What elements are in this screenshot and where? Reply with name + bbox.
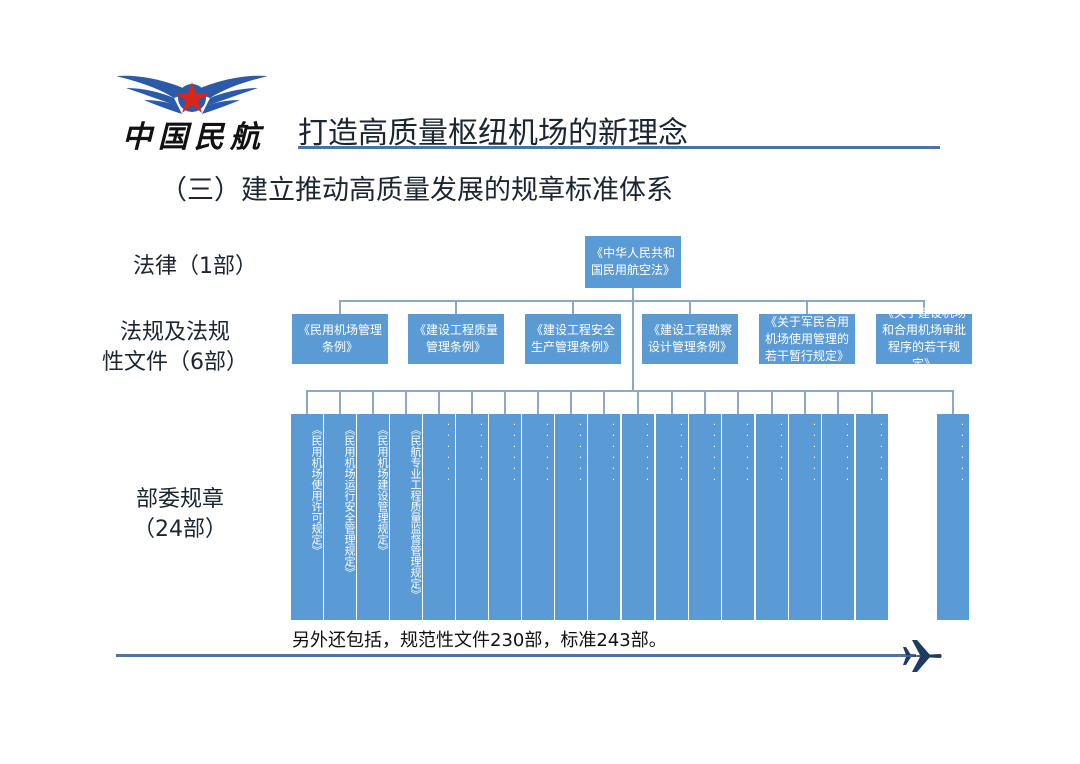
rule-title: 《民航专业工程质量监督管理规定》 <box>409 424 422 600</box>
rule-drop-line <box>737 390 739 414</box>
rule-drop-line <box>339 390 341 414</box>
rule-box: ······ <box>789 414 821 620</box>
rule-drop-line <box>603 390 605 414</box>
rule-box: 《民用机场建设管理规定》 <box>357 414 389 620</box>
rules-row-label-line1: 部委规章 <box>135 487 224 512</box>
law-connector <box>632 288 634 390</box>
rule-placeholder-dots: ······ <box>509 420 520 486</box>
rule-box: ······ <box>456 414 488 620</box>
rule-drop-line <box>306 390 308 414</box>
rule-box: ······ <box>822 414 854 620</box>
rules-bus-line <box>306 390 954 392</box>
caac-logo-text: 中国民航 <box>122 120 266 155</box>
rules-row-label-line2: （24部） <box>133 517 227 542</box>
rule-placeholder-dots: ······ <box>842 420 853 486</box>
rule-box: 《民用机场使用许可规定》 <box>291 414 323 620</box>
regulation-drop-line <box>923 300 925 314</box>
rule-box: ······ <box>489 414 521 620</box>
regulation-drop-line <box>689 300 691 314</box>
rule-drop-line <box>952 390 954 414</box>
rule-placeholder-dots: ······ <box>709 420 720 486</box>
rule-drop-line <box>471 390 473 414</box>
regulation-box: 《关于军民合用机场使用管理的若干暂行规定》 <box>759 314 855 364</box>
rule-drop-line <box>570 390 572 414</box>
rule-placeholder-dots: ······ <box>776 420 787 486</box>
regulation-drop-line <box>455 300 457 314</box>
rule-box: ······ <box>622 414 654 620</box>
law-row-label: 法律（1部） <box>133 254 257 279</box>
rule-title: 《民用机场使用许可规定》 <box>310 424 323 556</box>
rules-row-label: 部委规章 （24部） <box>95 485 265 545</box>
caac-wings-logo-icon <box>116 75 268 114</box>
rule-drop-line <box>438 390 440 414</box>
rule-drop-line <box>504 390 506 414</box>
regulation-box: 《民用机场管理条例》 <box>292 314 388 364</box>
footnote: 另外还包括，规范性文件230部，标准243部。 <box>292 630 667 651</box>
regulation-box: 《建设工程勘察设计管理条例》 <box>642 314 738 364</box>
rule-drop-line <box>537 390 539 414</box>
rule-placeholder-dots: ······ <box>575 420 586 486</box>
regulation-box: 《建设工程安全生产管理条例》 <box>525 314 621 364</box>
rule-drop-line <box>871 390 873 414</box>
bottom-rule <box>116 654 916 657</box>
rule-placeholder-dots: ······ <box>476 420 487 486</box>
rule-placeholder-dots: ······ <box>443 420 454 486</box>
rule-box: ······ <box>656 414 688 620</box>
regulation-row-label-line2: 性文件（6部） <box>102 350 248 375</box>
rule-placeholder-dots: ······ <box>957 420 968 486</box>
rule-placeholder-dots: ······ <box>676 420 687 486</box>
rule-box: ······ <box>937 414 969 620</box>
rule-drop-line <box>804 390 806 414</box>
rule-placeholder-dots: ······ <box>809 420 820 486</box>
rule-placeholder-dots: ······ <box>608 420 619 486</box>
rule-box: 《民用机场运行安全管理规定》 <box>324 414 356 620</box>
page-subtitle: （三）建立推动高质量发展的规章标准体系 <box>160 175 673 206</box>
rule-box: ······ <box>423 414 455 620</box>
rule-placeholder-dots: ······ <box>742 420 753 486</box>
regulation-box: 《关于建设机场和合用机场审批程序的若干规定》 <box>876 306 972 371</box>
airplane-icon <box>903 640 942 672</box>
rule-drop-line <box>704 390 706 414</box>
rule-box: ······ <box>689 414 721 620</box>
regulation-row-label-line1: 法规及法规 <box>119 320 230 345</box>
rule-drop-line <box>837 390 839 414</box>
rule-box: ······ <box>522 414 554 620</box>
rule-box: ······ <box>856 414 888 620</box>
law-box: 《中华人民共和国民用航空法》 <box>585 236 681 288</box>
rule-placeholder-dots: ······ <box>542 420 553 486</box>
rule-placeholder-dots: ······ <box>642 420 653 486</box>
regulation-bus-line <box>340 300 924 302</box>
rule-drop-line <box>637 390 639 414</box>
rule-placeholder-dots: ······ <box>876 420 887 486</box>
rule-box: ······ <box>722 414 754 620</box>
rule-drop-line <box>771 390 773 414</box>
regulation-drop-line <box>572 300 574 314</box>
regulation-drop-line <box>339 300 341 314</box>
page-title: 打造高质量枢纽机场的新理念 <box>298 116 688 151</box>
rule-drop-line <box>671 390 673 414</box>
regulation-drop-line <box>806 300 808 314</box>
rule-title: 《民用机场建设管理规定》 <box>376 424 389 556</box>
rule-box: ······ <box>588 414 620 620</box>
rule-drop-line <box>372 390 374 414</box>
rule-title: 《民用机场运行安全管理规定》 <box>343 424 356 578</box>
rule-box: ······ <box>756 414 788 620</box>
regulation-row-label: 法规及法规 性文件（6部） <box>80 318 270 378</box>
title-underline <box>298 146 940 149</box>
rule-box: 《民航专业工程质量监督管理规定》 <box>390 414 422 620</box>
rule-box: ······ <box>555 414 587 620</box>
regulation-box: 《建设工程质量管理条例》 <box>408 314 504 364</box>
rule-drop-line <box>405 390 407 414</box>
